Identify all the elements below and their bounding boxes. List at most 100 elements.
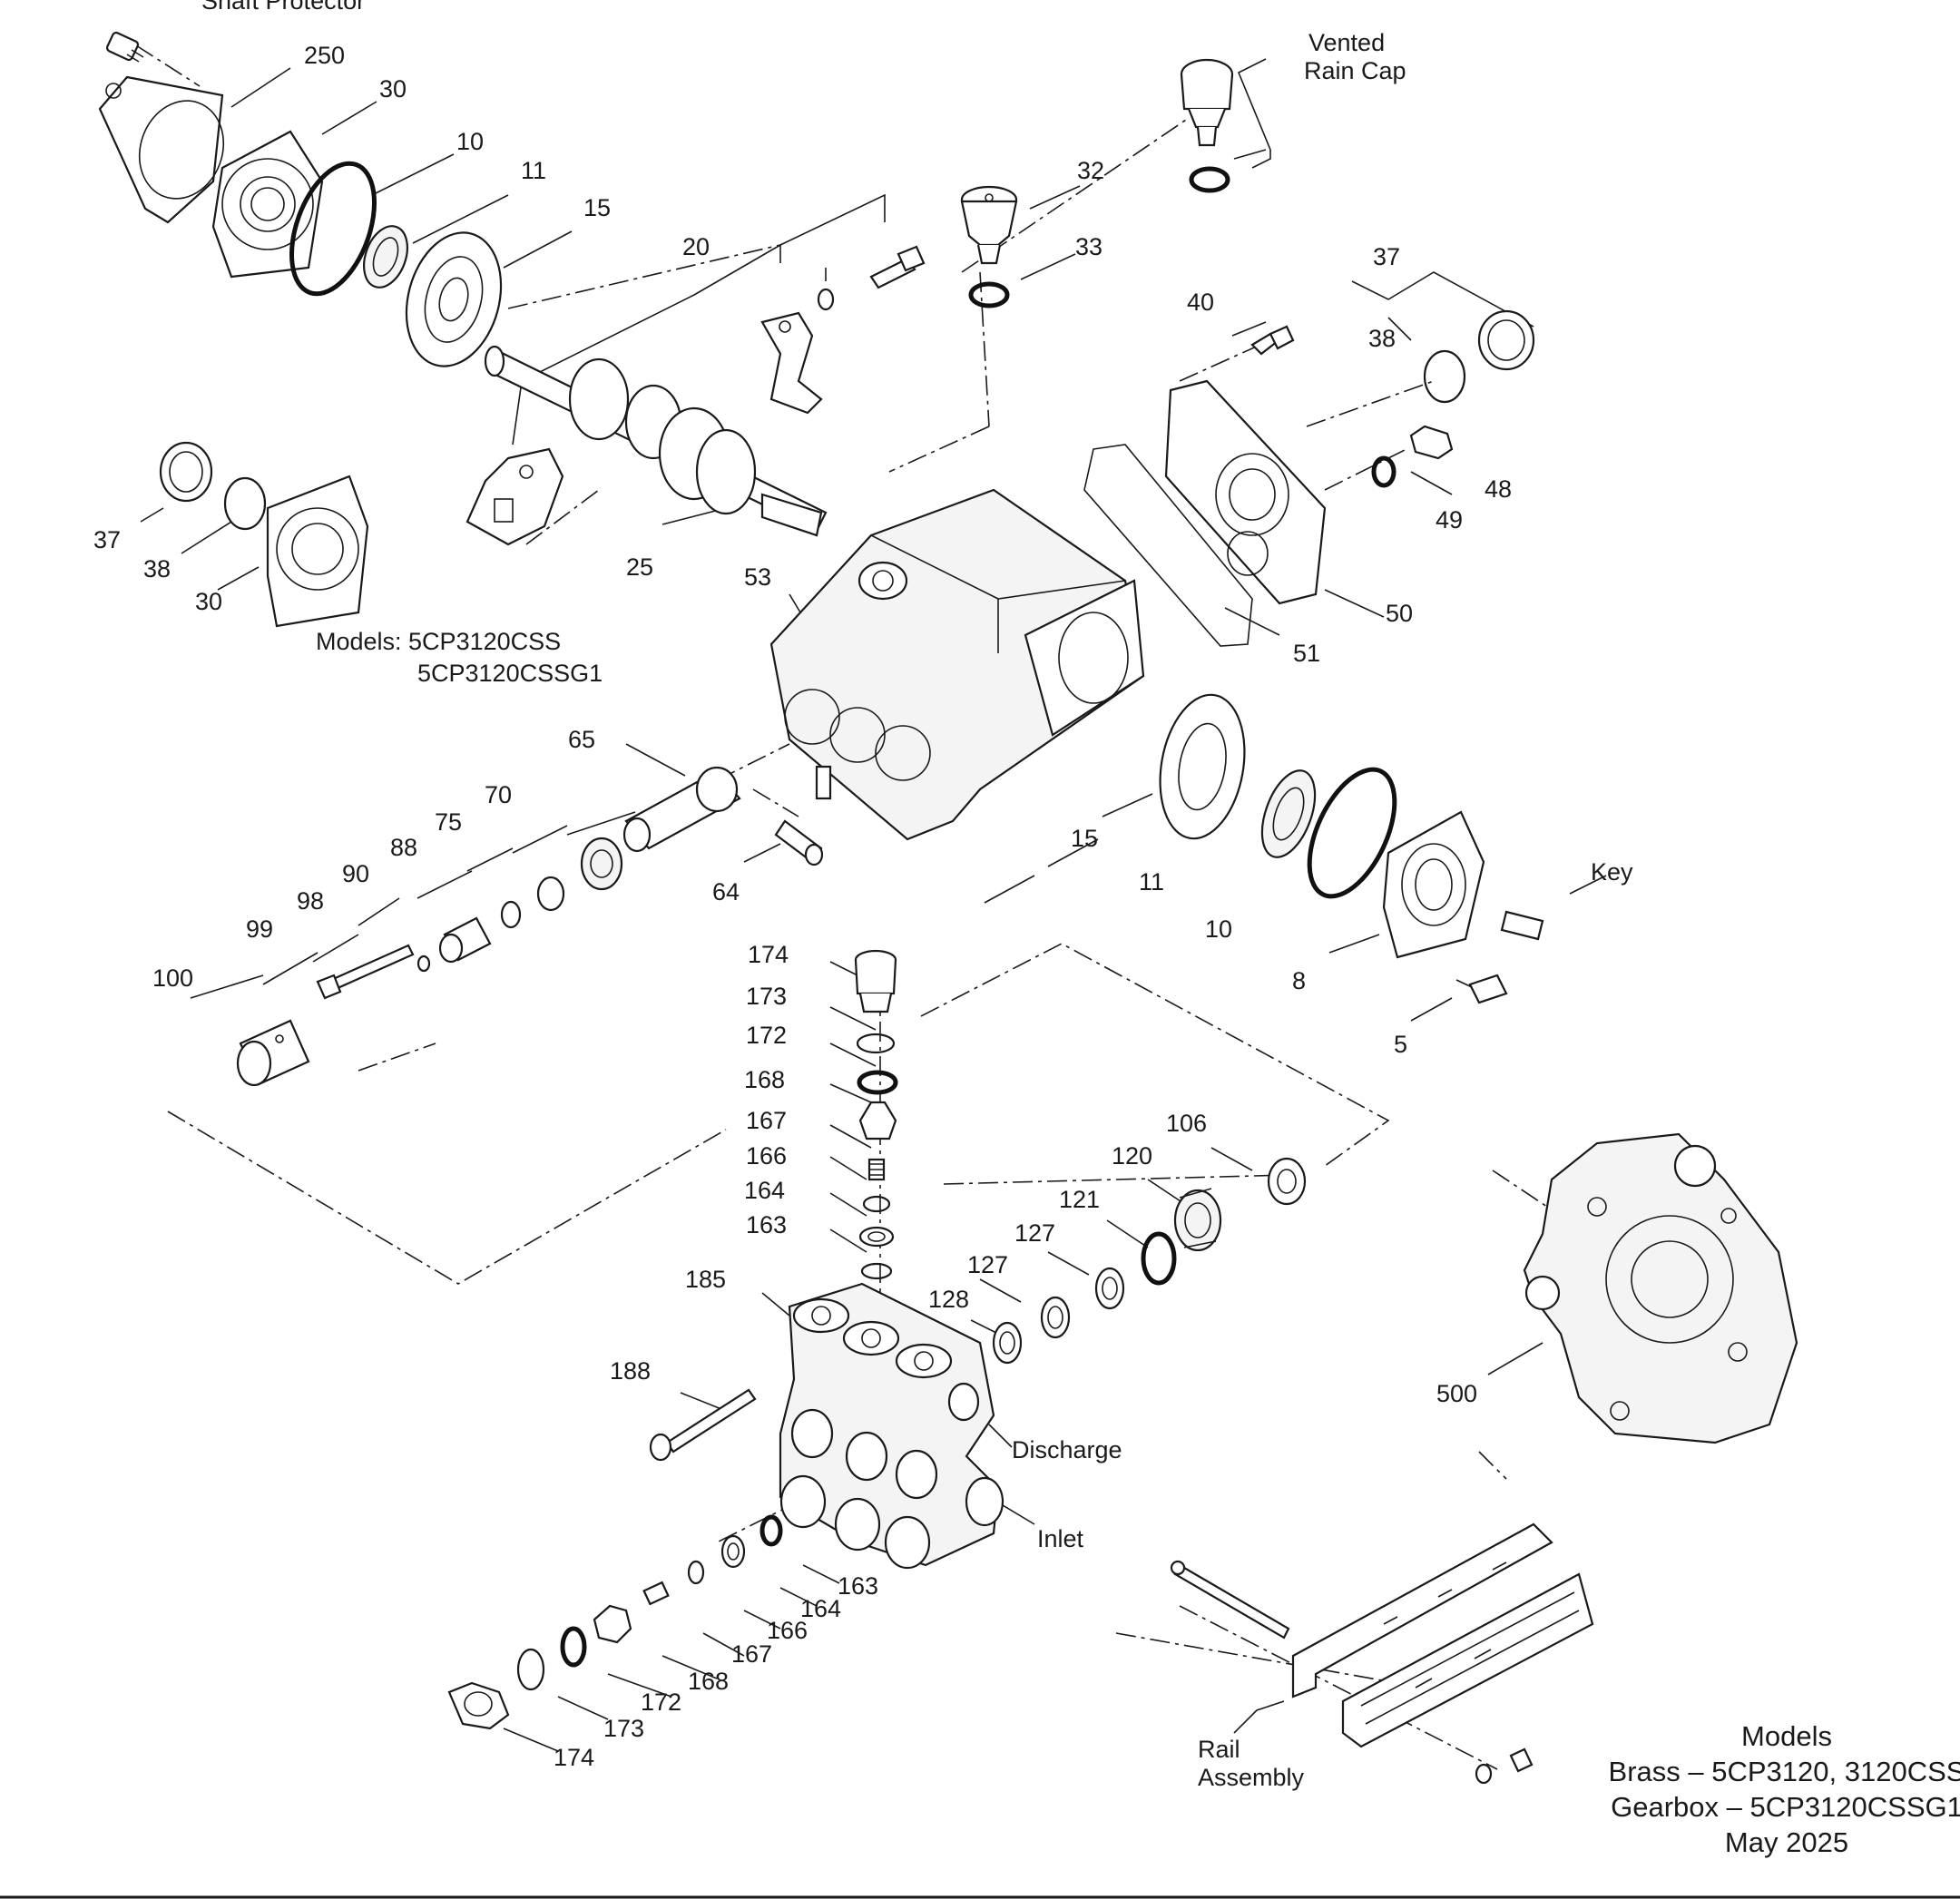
label-173-top: 173 bbox=[746, 983, 787, 1010]
label-168-bottom: 168 bbox=[688, 1668, 729, 1695]
models-footer: Models Brass – 5CP3120, 3120CSS Gearbox … bbox=[1609, 1720, 1960, 1858]
label-121: 121 bbox=[1059, 1186, 1100, 1213]
label-48: 48 bbox=[1485, 475, 1512, 503]
callout-labels: Shaft Protector 250 30 10 11 15 20 32 33… bbox=[93, 0, 1633, 1791]
valve-spring-167-bottom bbox=[642, 1581, 670, 1606]
label-164-top: 164 bbox=[744, 1177, 785, 1204]
manifold-bolt-188 bbox=[649, 1388, 757, 1462]
washer-88 bbox=[500, 900, 522, 929]
parts-artwork bbox=[98, 31, 1798, 1785]
manifold-185 bbox=[779, 1282, 1004, 1570]
label-100: 100 bbox=[152, 964, 193, 992]
gasket-51 bbox=[1083, 444, 1253, 647]
plunger-bolt-99 bbox=[316, 944, 415, 1000]
valve-plug-174-bottom bbox=[447, 1681, 510, 1730]
label-37-right: 37 bbox=[1373, 243, 1400, 270]
breather-cap-32 bbox=[960, 185, 1018, 265]
o-ring-172-bottom bbox=[560, 1626, 587, 1668]
label-99: 99 bbox=[246, 915, 273, 943]
label-25: 25 bbox=[626, 553, 653, 581]
oil-seal-11-lower bbox=[1260, 769, 1317, 858]
label-shaft-protector: Shaft Protector bbox=[201, 0, 365, 15]
label-15-lower: 15 bbox=[1071, 825, 1098, 852]
label-10-top: 10 bbox=[456, 128, 484, 155]
label-106: 106 bbox=[1166, 1110, 1207, 1137]
label-172-top: 172 bbox=[746, 1022, 787, 1049]
label-98: 98 bbox=[297, 887, 324, 915]
bearing-cover-30-left bbox=[266, 475, 369, 628]
o-ring-33 bbox=[968, 281, 1010, 308]
washer-20 bbox=[817, 288, 835, 311]
label-75: 75 bbox=[435, 808, 462, 836]
label-174-top: 174 bbox=[748, 941, 789, 968]
label-64: 64 bbox=[712, 878, 740, 905]
vented-rain-cap bbox=[1180, 58, 1234, 147]
label-173-bottom: 173 bbox=[603, 1715, 644, 1742]
label-15-top: 15 bbox=[583, 194, 611, 221]
plug-37-right bbox=[1477, 309, 1535, 371]
seal-127-right bbox=[1094, 1267, 1125, 1310]
label-8: 8 bbox=[1292, 967, 1306, 994]
oil-seal-11-top bbox=[363, 225, 408, 289]
o-ring-163-top bbox=[860, 1262, 893, 1280]
gearbox-500 bbox=[1523, 1132, 1798, 1444]
cap-screw-20 bbox=[869, 245, 926, 289]
valve-retainer-168-top bbox=[858, 1101, 897, 1140]
rear-cover-50 bbox=[1164, 379, 1327, 605]
o-ring-163-bottom bbox=[760, 1514, 783, 1547]
label-163-bottom: 163 bbox=[838, 1572, 878, 1600]
footer-date: May 2025 bbox=[1725, 1826, 1848, 1858]
connecting-rod-upper bbox=[760, 311, 823, 415]
label-185: 185 bbox=[685, 1266, 726, 1293]
label-vented-rain-cap-2: Rain Cap bbox=[1304, 57, 1406, 84]
label-174-bottom: 174 bbox=[554, 1744, 594, 1771]
bearing-15-top bbox=[405, 231, 503, 367]
rail-assembly bbox=[1170, 1522, 1594, 1785]
drain-plug-48 bbox=[1409, 425, 1454, 460]
connecting-rod-lower bbox=[466, 447, 564, 546]
label-164-bottom: 164 bbox=[800, 1595, 841, 1622]
label-168-top: 168 bbox=[744, 1066, 785, 1093]
label-vented-rain-cap-1: Vented bbox=[1308, 29, 1385, 56]
label-discharge: Discharge bbox=[1012, 1436, 1122, 1463]
washer-98 bbox=[416, 954, 431, 973]
label-10-lower: 10 bbox=[1205, 915, 1232, 943]
o-ring-rain-cap bbox=[1189, 166, 1230, 193]
gasket-38-left bbox=[223, 476, 267, 531]
label-models-note-2: 5CP3120CSSG1 bbox=[417, 660, 603, 687]
valve-166-top bbox=[862, 1195, 891, 1213]
label-11-top: 11 bbox=[521, 157, 546, 184]
seal-127-left bbox=[1040, 1296, 1071, 1339]
bearing-15-lower bbox=[1159, 693, 1246, 840]
footer-brass: Brass – 5CP3120, 3120CSS bbox=[1609, 1756, 1960, 1787]
label-65: 65 bbox=[568, 726, 595, 753]
label-250: 250 bbox=[304, 42, 345, 69]
label-38-left: 38 bbox=[143, 555, 171, 582]
valve-seat-164-bottom bbox=[720, 1534, 746, 1569]
label-128: 128 bbox=[928, 1286, 969, 1313]
label-188: 188 bbox=[610, 1357, 651, 1385]
valve-plug-174-top bbox=[854, 949, 897, 1013]
oil-seal-75 bbox=[536, 876, 565, 912]
backup-ring-173-bottom bbox=[516, 1648, 545, 1691]
label-167-top: 167 bbox=[746, 1107, 787, 1134]
o-ring-10-top bbox=[289, 161, 377, 297]
seal-106 bbox=[1267, 1157, 1307, 1206]
valve-seat-164-top bbox=[858, 1226, 895, 1248]
label-53: 53 bbox=[744, 563, 771, 591]
label-37-left: 37 bbox=[93, 526, 121, 553]
crankshaft-25 bbox=[484, 345, 828, 537]
label-rail-assembly-1: Rail bbox=[1198, 1736, 1240, 1763]
label-172-bottom: 172 bbox=[641, 1689, 681, 1716]
label-166-bottom: 166 bbox=[767, 1617, 808, 1644]
label-50: 50 bbox=[1386, 600, 1413, 627]
gasket-38-right bbox=[1423, 349, 1466, 404]
label-70: 70 bbox=[485, 781, 512, 808]
label-127-right: 127 bbox=[1014, 1219, 1055, 1247]
screw-5 bbox=[1455, 974, 1508, 1004]
label-40: 40 bbox=[1187, 289, 1214, 316]
valve-spring-167-top bbox=[867, 1158, 886, 1181]
label-30-top: 30 bbox=[379, 75, 407, 103]
backup-ring-173-top bbox=[856, 1033, 896, 1054]
